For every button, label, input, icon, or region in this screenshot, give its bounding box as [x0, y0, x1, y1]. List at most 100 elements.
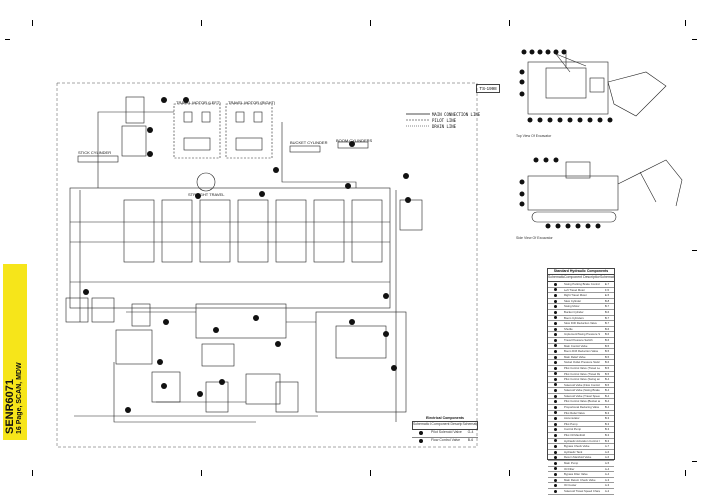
crop-mark: [692, 461, 697, 462]
table-cell: Right Travel Motor: [564, 293, 587, 298]
table-cell: G-4: [467, 430, 474, 434]
table-cell: B-6: [604, 326, 610, 331]
table-header: Component Description: [431, 422, 463, 426]
table-row: Oil Filter A-4: [548, 467, 614, 473]
table-cell: Hydraulic Activation Control Valve: [564, 438, 600, 443]
table-cell: B-3: [604, 421, 610, 426]
table-cell: Main Pump: [564, 461, 579, 465]
table-row: Hydraulic Activation Control Valve B-3: [548, 439, 614, 445]
table-cell: A-3: [604, 477, 610, 482]
table-row: Pilot Control Valve (Bucket and Boom)B-4: [548, 399, 614, 406]
table-cell: Bypass Check Valve: [564, 444, 590, 449]
hydraulic-components-table: Standard Hydraulic Components Schematic …: [547, 268, 615, 495]
side-view-caption: Side View Of Excavator: [516, 236, 553, 240]
table-cell: B-6: [604, 332, 610, 337]
table-cell: Solenoid Valve (Travel Speed): [564, 393, 600, 398]
table-cell: Oil Cooler: [564, 483, 577, 488]
table-body: Swing Parking Brake Control ValveE-7Left…: [548, 282, 614, 495]
item-marker: [554, 316, 557, 320]
crop-mark: [370, 20, 371, 26]
table-row: Slow Drift Reduction Valve B-7: [548, 321, 614, 327]
top-view-caption: Top View Of Excavator: [516, 134, 552, 138]
table-cell: Solenoid Valve (Swing Brake): [564, 388, 600, 393]
table-row: Solenoid Valve (Travel Speed)B-4: [548, 394, 614, 400]
table-cell: B-3: [604, 410, 610, 415]
table-cell: B-8: [604, 298, 610, 303]
table-cell: B-7: [604, 321, 610, 326]
table-cell: Control Pump: [564, 427, 582, 432]
table-cell: B-5: [604, 343, 610, 348]
table-cell: B-5: [604, 365, 610, 370]
table-cell: Swing Parking Brake Control Valve: [564, 282, 600, 286]
table-cell: B-5: [604, 349, 610, 354]
crop-mark: [685, 20, 686, 26]
table-cell: E-7: [604, 282, 610, 286]
item-marker: [419, 439, 423, 443]
table-cell: Swing Motor: [564, 304, 580, 309]
table-cell: B-3: [604, 438, 610, 443]
item-marker: [554, 377, 557, 381]
crop-mark: [692, 39, 697, 40]
table-cell: Main Return Check Valve: [564, 477, 596, 482]
table-row: Pilot Control Valve (Travel Right)B-5: [548, 372, 614, 378]
table-row: Main Return Check Valve A-3: [548, 478, 614, 484]
table-cell: A-7: [604, 444, 610, 449]
crop-mark: [32, 20, 33, 26]
table-row: Solenoid Valve (Flow Control)B-5: [548, 383, 614, 389]
item-marker: [554, 282, 557, 286]
item-marker: [554, 344, 557, 348]
table-cell: B-6: [467, 438, 474, 442]
table-cell: A-6: [604, 455, 610, 460]
table-cell: Return Manifold Valve: [564, 455, 592, 460]
table-cell: Slow Drift Reduction Valve: [564, 321, 597, 326]
electrical-components-table: Electrical Components Schematic Location…: [412, 415, 478, 445]
table-row: Shuttle B-6: [548, 327, 614, 333]
table-cell: A-6: [604, 449, 610, 454]
excavator-side-view: [519, 157, 683, 229]
table-title: Electrical Components: [426, 416, 464, 420]
item-marker: [554, 372, 557, 376]
stick-cylinder-label: STICK CYLINDER: [78, 150, 112, 155]
hydraulic-schematic: [56, 82, 478, 448]
table-cell: Accumulator: [564, 416, 580, 421]
crop-mark: [201, 470, 202, 476]
table-cell: Swivel Outlet Pressure Switch: [564, 360, 600, 365]
table-cell: B-6: [604, 309, 610, 314]
table-cell: Oil Filter: [564, 466, 575, 471]
table-cell: Pilot Control Valve (Travel Right): [564, 371, 600, 376]
item-marker: [554, 428, 557, 432]
item-marker: [554, 389, 557, 393]
table-cell: B-3: [604, 416, 610, 421]
legend-lines: [406, 113, 430, 127]
document-sidebar: SENR6071 16 Page, SCAN, MDW: [3, 264, 27, 440]
item-marker: [554, 478, 557, 482]
item-marker: [554, 456, 557, 460]
item-marker: [554, 445, 557, 449]
item-marker: [419, 431, 423, 435]
item-marker: [554, 439, 557, 443]
table-cell: A-2: [604, 488, 610, 493]
item-marker: [554, 321, 557, 325]
item-marker: [554, 400, 557, 404]
item-marker: [554, 305, 557, 309]
table-cell: B-4: [604, 388, 610, 393]
item-marker: [554, 411, 557, 415]
table-cell: Implement/Swing Pressure Switch: [564, 332, 600, 337]
table-cell: Shuttle: [564, 326, 573, 331]
table-cell: B-5: [604, 382, 610, 387]
table-cell: A-4: [604, 466, 610, 471]
table-row: Pilot Pump B-3: [548, 422, 614, 428]
table-cell: Pilot Pump: [564, 421, 578, 426]
table-cell: Pilot Control Valve (Travel Left): [564, 365, 600, 370]
table-cell: Pilot Control Valve (Bucket and Boom): [564, 399, 600, 404]
